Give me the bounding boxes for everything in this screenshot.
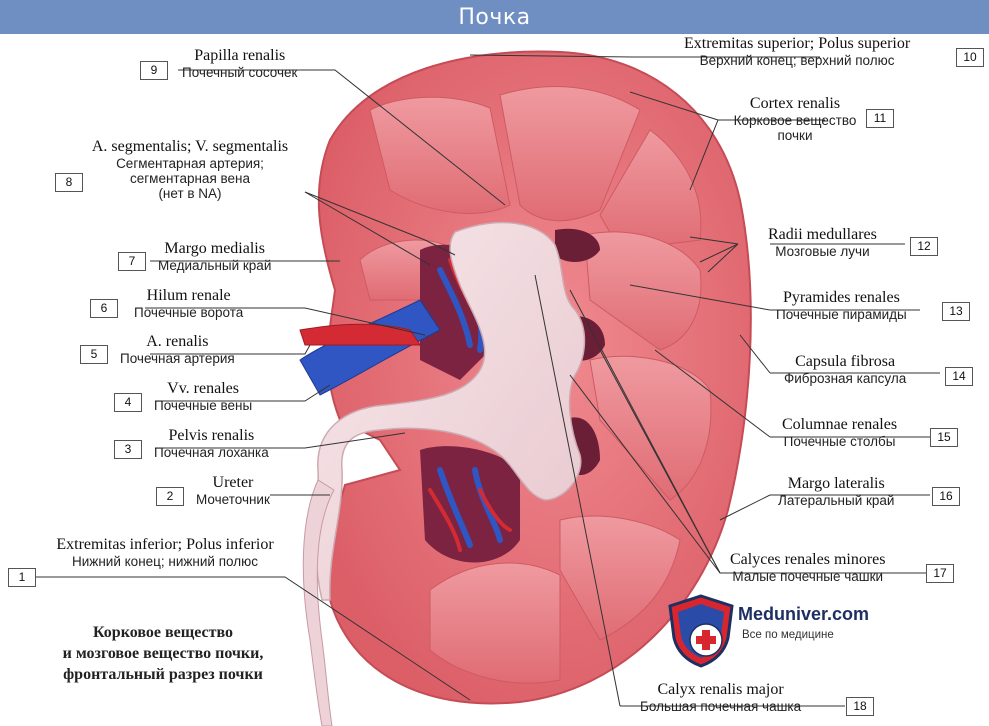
label-number-16: 16 [932,487,960,506]
label-calyces-minores: Calyces renales minores Малые почечные ч… [730,551,886,584]
label-number-15: 15 [930,428,958,447]
label-calyx-major: Calyx renalis major Большая почечная чаш… [640,681,802,714]
renal-pelvis [315,221,586,601]
label-number-6: 6 [90,299,118,318]
label-number-3: 3 [114,440,142,459]
label-number-13: 13 [942,302,970,321]
label-cortex-renalis: Cortex renalis Корковое вещество почки [733,95,857,144]
figure-caption: Корковое вещество и мозговое вещество по… [62,624,264,684]
logo-brand-text: Meduniver.com [738,604,870,624]
label-number-1: 1 [8,568,36,587]
renal-artery [299,323,421,346]
page-title: Почка [458,4,531,30]
label-number-18: 18 [846,697,874,716]
title-bar: Почка [0,0,989,34]
label-a-renalis: A. renalis Почечная артерия [120,333,235,366]
label-capsula-fibrosa: Capsula fibrosa Фиброзная капсула [784,353,907,386]
label-radii-medullares: Radii medullares Мозговые лучи [768,226,877,259]
label-number-10: 10 [956,48,984,67]
label-vv-renales: Vv. renales Почечные вены [154,380,253,413]
label-number-9: 9 [140,61,168,80]
label-ureter: Ureter Мочеточник [196,474,270,507]
label-polus-superior: Extremitas superior; Polus superior Верх… [684,35,911,68]
segmental-veins [437,267,503,548]
label-columnae-renales: Columnae renales Почечные столбы [782,416,898,449]
medical-cross-shield-icon [668,594,734,668]
meduniver-logo[interactable]: Meduniver.com Все по медицине [666,594,896,668]
label-a-segmentalis: A. segmentalis; V. segmentalis Сегментар… [91,138,289,202]
renal-pyramids [359,86,712,684]
label-number-2: 2 [156,487,184,506]
label-number-11: 11 [866,109,894,128]
label-papilla-renalis: Papilla renalis Почечный сосочек [182,47,298,80]
label-number-4: 4 [114,393,142,412]
label-margo-lateralis: Margo lateralis Латеральный край [778,475,895,508]
label-number-5: 5 [80,345,108,364]
label-pyramides-renales: Pyramides renales Почечные пирамиды [776,289,907,322]
ureter [302,479,335,726]
logo-slogan-text: Все по медицине [742,629,834,641]
label-hilum-renale: Hilum renale Почечные ворота [134,287,244,320]
label-margo-medialis: Margo medialis Медиальный край [158,240,272,273]
label-number-12: 12 [910,237,938,256]
label-polus-inferior: Extremitas inferior; Polus inferior Нижн… [56,536,274,569]
label-number-14: 14 [945,367,973,386]
label-number-8: 8 [55,173,83,192]
minor-calyx-cavity [555,228,600,262]
leader-lines [30,54,940,707]
label-number-7: 7 [118,252,146,271]
label-pelvis-renalis: Pelvis renalis Почечная лоханка [154,427,269,460]
label-number-17: 17 [926,564,954,583]
